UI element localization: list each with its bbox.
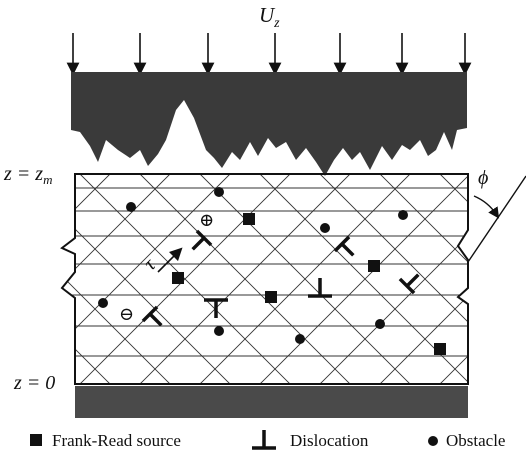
obstacle	[295, 334, 305, 344]
slip-angle	[467, 175, 526, 263]
substrate-base	[75, 386, 468, 418]
legend-frank-read-icon	[30, 434, 42, 446]
obstacles	[98, 187, 408, 344]
dislocations	[141, 229, 420, 327]
rough-indenter	[71, 72, 467, 176]
legend-frank-read-label: Frank-Read source	[52, 431, 181, 450]
frank-read-source	[172, 272, 184, 284]
obstacle	[398, 210, 408, 220]
dislocation-symbol	[191, 229, 213, 251]
obstacle	[126, 202, 136, 212]
frank-read-source	[265, 291, 277, 303]
load-arrows	[66, 33, 472, 76]
legend: Frank-Read source Dislocation Obstacle	[30, 430, 505, 450]
load-label: Uz	[259, 3, 280, 31]
obstacle	[320, 223, 330, 233]
plus-sign: ⊕	[199, 210, 214, 230]
legend-obstacle-label: Obstacle	[446, 431, 505, 450]
obstacle	[375, 319, 385, 329]
obstacle	[98, 298, 108, 308]
phi-label: ϕ	[478, 167, 488, 189]
legend-dislocation-icon	[252, 430, 276, 450]
frank-read-sources	[172, 213, 446, 355]
frank-read-source	[368, 260, 380, 272]
dislocation-symbol	[333, 235, 355, 257]
dislocation-symbol	[141, 305, 163, 327]
frank-read-source	[243, 213, 255, 225]
dislocation-symbol	[398, 273, 420, 295]
legend-dislocation-label: Dislocation	[290, 431, 369, 450]
z-top-label: z = zm	[3, 163, 52, 187]
obstacle	[214, 326, 224, 336]
dislocation-symbol	[204, 298, 228, 318]
crystal-slab	[60, 173, 469, 385]
z-bottom-label: z = 0	[13, 372, 55, 394]
dislocation-symbol	[308, 278, 332, 298]
frank-read-source	[434, 343, 446, 355]
legend-obstacle-icon	[428, 436, 438, 446]
minus-sign: ⊖	[119, 304, 134, 324]
shear-arrow	[157, 247, 183, 273]
obstacle	[214, 187, 224, 197]
